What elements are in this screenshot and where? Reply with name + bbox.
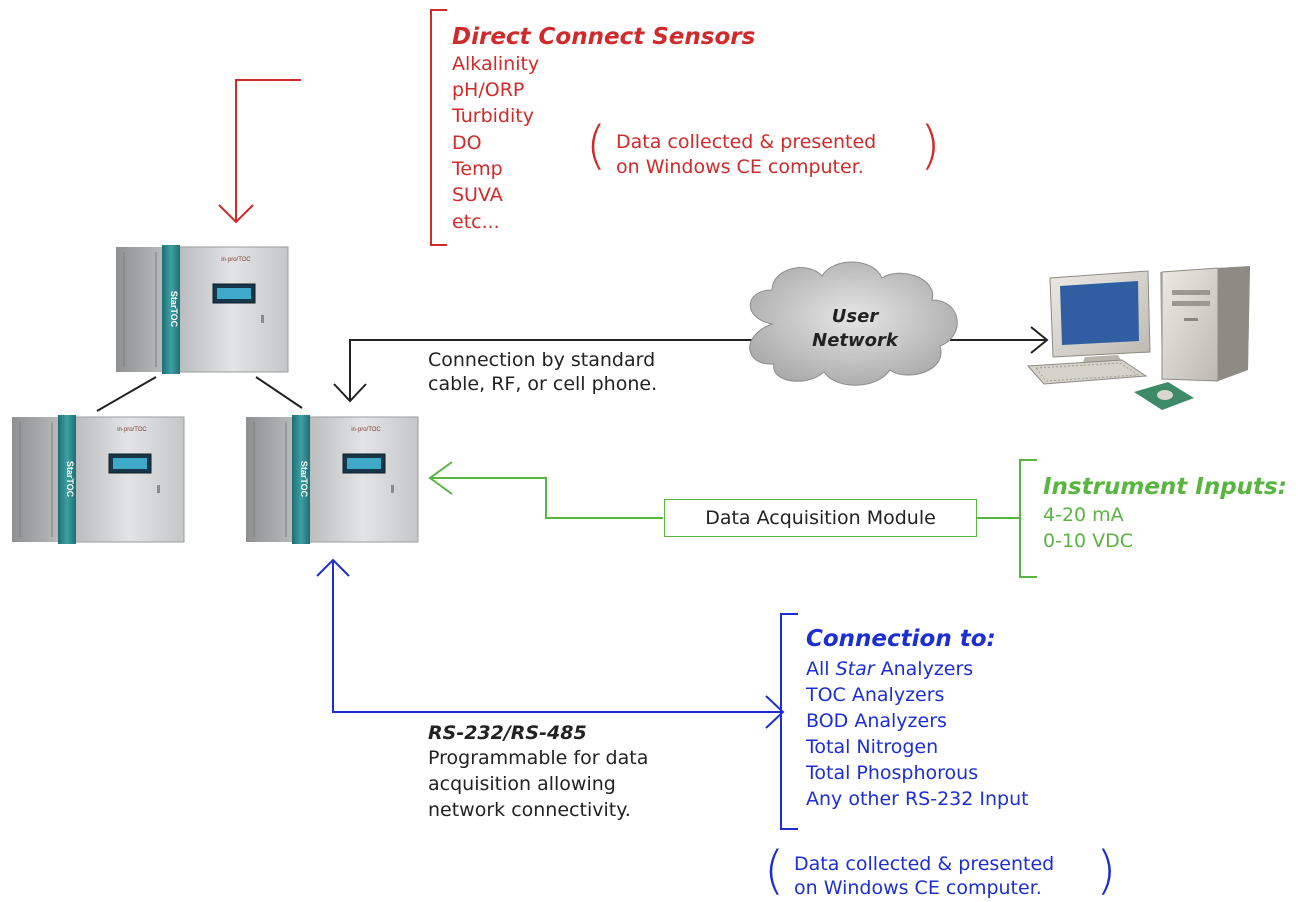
instrument-input-item: 4-20 mA	[1043, 504, 1124, 526]
user-network-cloud	[749, 261, 958, 386]
data-acquisition-module-label: Data Acquisition Module	[705, 507, 936, 529]
direct-note-open-paren: (	[586, 116, 607, 176]
rs-line: acquisition allowing	[428, 773, 616, 795]
blue-note-open-paren: (	[764, 841, 785, 901]
direct-sensor-item: Temp	[452, 158, 503, 180]
rs-heading: RS-232/RS-485	[428, 722, 587, 744]
direct-note-line2: on Windows CE computer.	[616, 156, 864, 178]
desktop-computer	[1026, 266, 1250, 410]
instrument-connector	[428, 459, 1037, 578]
direct-sensor-item: DO	[452, 132, 482, 154]
direct-sensor-item: Turbidity	[452, 105, 534, 127]
cloud-line2: Network	[812, 330, 898, 351]
analyzer-cabinet-right	[245, 414, 419, 545]
cloud-line1: User	[831, 306, 879, 327]
blue-note-line1: Data collected & presented	[794, 853, 1055, 875]
direct-connect-heading: Direct Connect Sensors	[452, 24, 756, 50]
connection-target-item: Any other RS-232 Input	[806, 788, 1029, 810]
direct-note-line1: Data collected & presented	[616, 131, 877, 153]
direct-sensor-item: pH/ORP	[452, 79, 525, 101]
cabinet-link-right	[255, 376, 303, 409]
direct-sensor-item: etc...	[452, 211, 500, 233]
connection-target-item: Total Phosphorous	[806, 762, 979, 784]
rs-line: Programmable for data	[428, 747, 649, 769]
data-acquisition-module-box: Data Acquisition Module	[664, 499, 977, 537]
user-network-label: User Network	[800, 305, 910, 353]
network-connector	[333, 326, 1049, 403]
connection-target-item: Total Nitrogen	[806, 736, 939, 758]
direct-sensor-item: SUVA	[452, 184, 503, 206]
instrument-inputs-heading: Instrument Inputs:	[1043, 474, 1287, 500]
connection-target-item: TOC Analyzers	[806, 684, 945, 706]
analyzer-cabinet-top	[115, 244, 289, 375]
rs-line: network connectivity.	[428, 799, 631, 821]
direct-connect-connector	[218, 9, 447, 246]
direct-sensor-item: Alkalinity	[452, 53, 540, 75]
direct-note-close-paren: )	[920, 116, 941, 176]
blue-note-line2: on Windows CE computer.	[794, 877, 1042, 899]
connection-note-line1: Connection by standard	[428, 349, 656, 371]
cabinet-link-left	[96, 376, 157, 412]
connection-target-item: All Star Analyzers	[806, 658, 974, 680]
blue-note-close-paren: )	[1096, 841, 1117, 901]
connection-note-line2: cable, RF, or cell phone.	[428, 373, 658, 395]
rs232-connector	[316, 558, 798, 830]
analyzer-cabinet-left	[11, 414, 185, 545]
connection-target-item: BOD Analyzers	[806, 710, 947, 732]
instrument-input-item: 0-10 VDC	[1043, 530, 1134, 552]
connection-to-heading: Connection to:	[806, 626, 996, 652]
